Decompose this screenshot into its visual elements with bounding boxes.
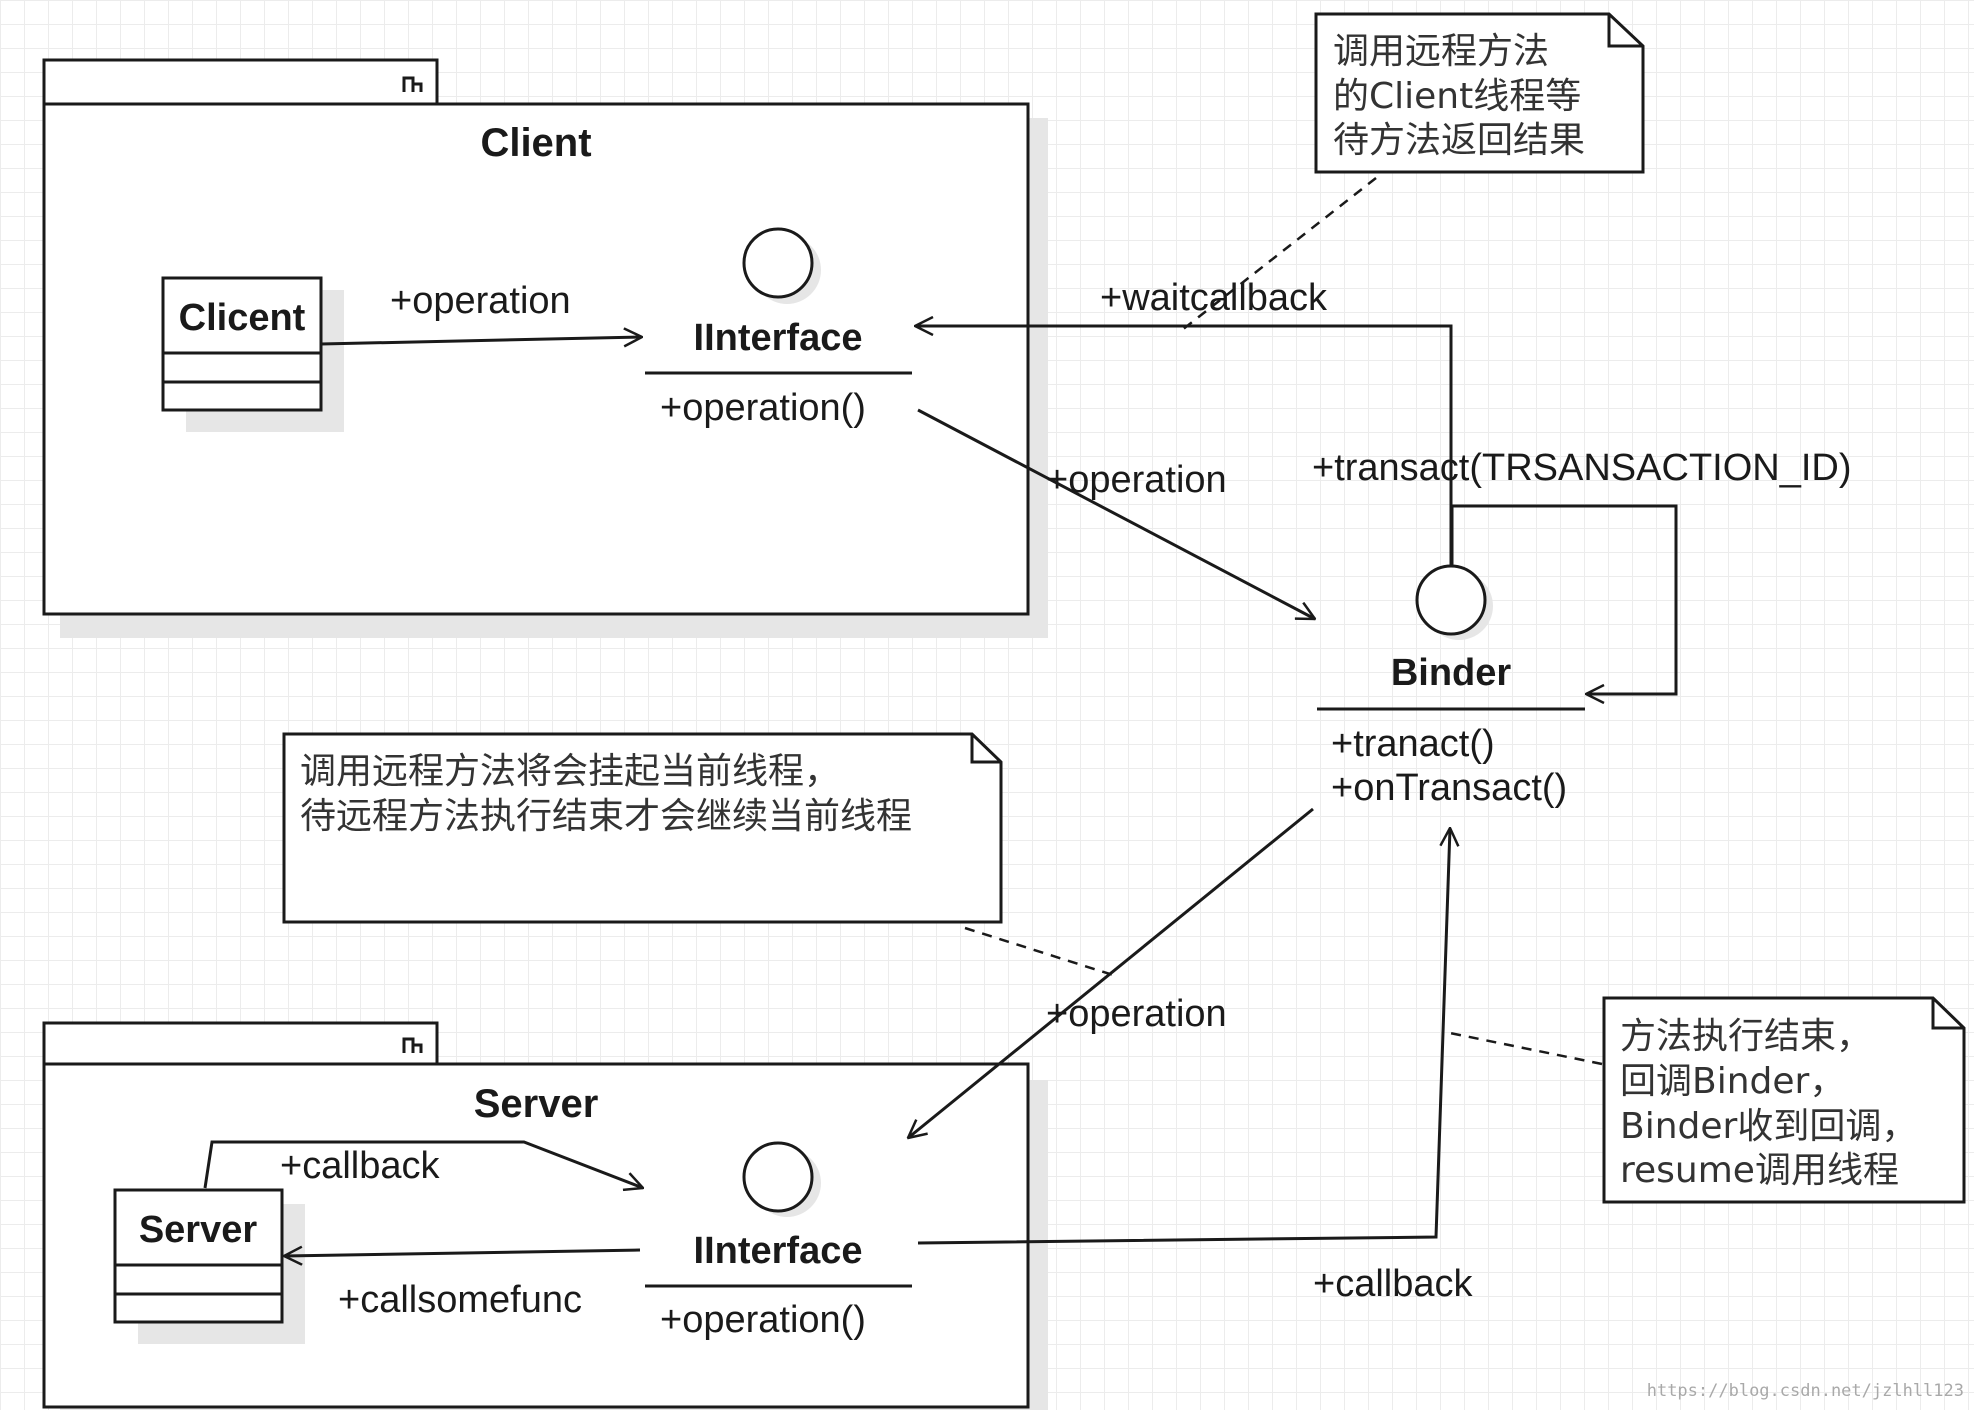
package-icon — [402, 76, 423, 92]
interface-lollipop-icon — [1415, 564, 1487, 636]
client-class-box[interactable]: Clicent — [161, 276, 344, 432]
package-icon — [402, 1037, 423, 1053]
binder-to-server-label: +operation — [1046, 993, 1227, 1035]
note-line: 调用远程方法将会挂起当前线程， — [300, 751, 840, 792]
interface-lollipop-icon — [742, 1141, 814, 1213]
server-package[interactable]: Server — [42, 1021, 1048, 1410]
client-interface-method: +operation() — [660, 387, 866, 429]
binder-method: +onTransact() — [1331, 767, 1567, 809]
note-line: 调用远程方法 — [1333, 31, 1549, 72]
note-line: Binder收到回调， — [1620, 1106, 1917, 1147]
server-interface-name: IInterface — [694, 1230, 863, 1272]
binder-transact-label: +transact(TRSANSACTION_ID) — [1312, 447, 1852, 489]
client-operation-edge[interactable] — [320, 337, 642, 344]
binder-name: Binder — [1391, 652, 1512, 694]
note-connector — [1449, 1031, 1603, 1066]
waitcallback-edge[interactable] — [915, 326, 1453, 566]
server-callback-edge[interactable] — [203, 1140, 643, 1188]
waitcallback-label: +waitcallback — [1100, 277, 1328, 319]
server-class-box[interactable]: Server — [113, 1188, 305, 1344]
note-connector — [1181, 177, 1377, 331]
note-connector — [964, 926, 1114, 977]
server-to-binder-label: +callback — [1313, 1263, 1473, 1305]
server-package-title: Server — [474, 1082, 599, 1126]
binder-to-server-edge[interactable] — [908, 807, 1314, 1138]
server-callback-label: +callback — [280, 1145, 440, 1187]
client-to-binder-label: +operation — [1046, 459, 1227, 501]
note-line: 待方法返回结果 — [1333, 120, 1585, 161]
note-client-waits[interactable]: 调用远程方法 的Client线程等 待方法返回结果 — [1314, 12, 1645, 174]
interface-lollipop-icon — [742, 227, 814, 299]
binder-method: +tranact() — [1331, 723, 1495, 765]
note-line: 回调Binder， — [1620, 1061, 1845, 1102]
note-line: 待远程方法执行结束才会继续当前线程 — [300, 796, 912, 837]
callsomefunc-label: +callsomefunc — [338, 1279, 582, 1321]
client-package-title: Client — [480, 121, 591, 165]
note-callback-resume[interactable]: 方法执行结束， 回调Binder， Binder收到回调， resume调用线程 — [1602, 996, 1966, 1204]
note-thread-suspend[interactable]: 调用远程方法将会挂起当前线程， 待远程方法执行结束才会继续当前线程 — [282, 732, 1003, 924]
note-line: 方法执行结束， — [1620, 1016, 1872, 1057]
server-class-name: Server — [139, 1209, 258, 1251]
note-line: 的Client线程等 — [1333, 76, 1581, 117]
watermark-text: https://blog.csdn.net/jzlhll123 — [1647, 1381, 1964, 1401]
binder-interface[interactable]: Binder +tranact() +onTransact() — [1317, 564, 1585, 809]
client-to-binder-edge[interactable] — [917, 408, 1315, 621]
client-interface[interactable]: IInterface +operation() — [645, 227, 912, 429]
callsomefunc-edge[interactable] — [284, 1250, 641, 1256]
client-interface-name: IInterface — [694, 317, 863, 359]
client-class-name: Clicent — [179, 297, 306, 339]
server-to-binder-edge[interactable] — [917, 828, 1450, 1245]
server-interface[interactable]: IInterface +operation() — [645, 1141, 912, 1341]
client-operation-label: +operation — [390, 280, 571, 322]
note-line: resume调用线程 — [1620, 1150, 1899, 1191]
server-interface-method: +operation() — [660, 1299, 866, 1341]
